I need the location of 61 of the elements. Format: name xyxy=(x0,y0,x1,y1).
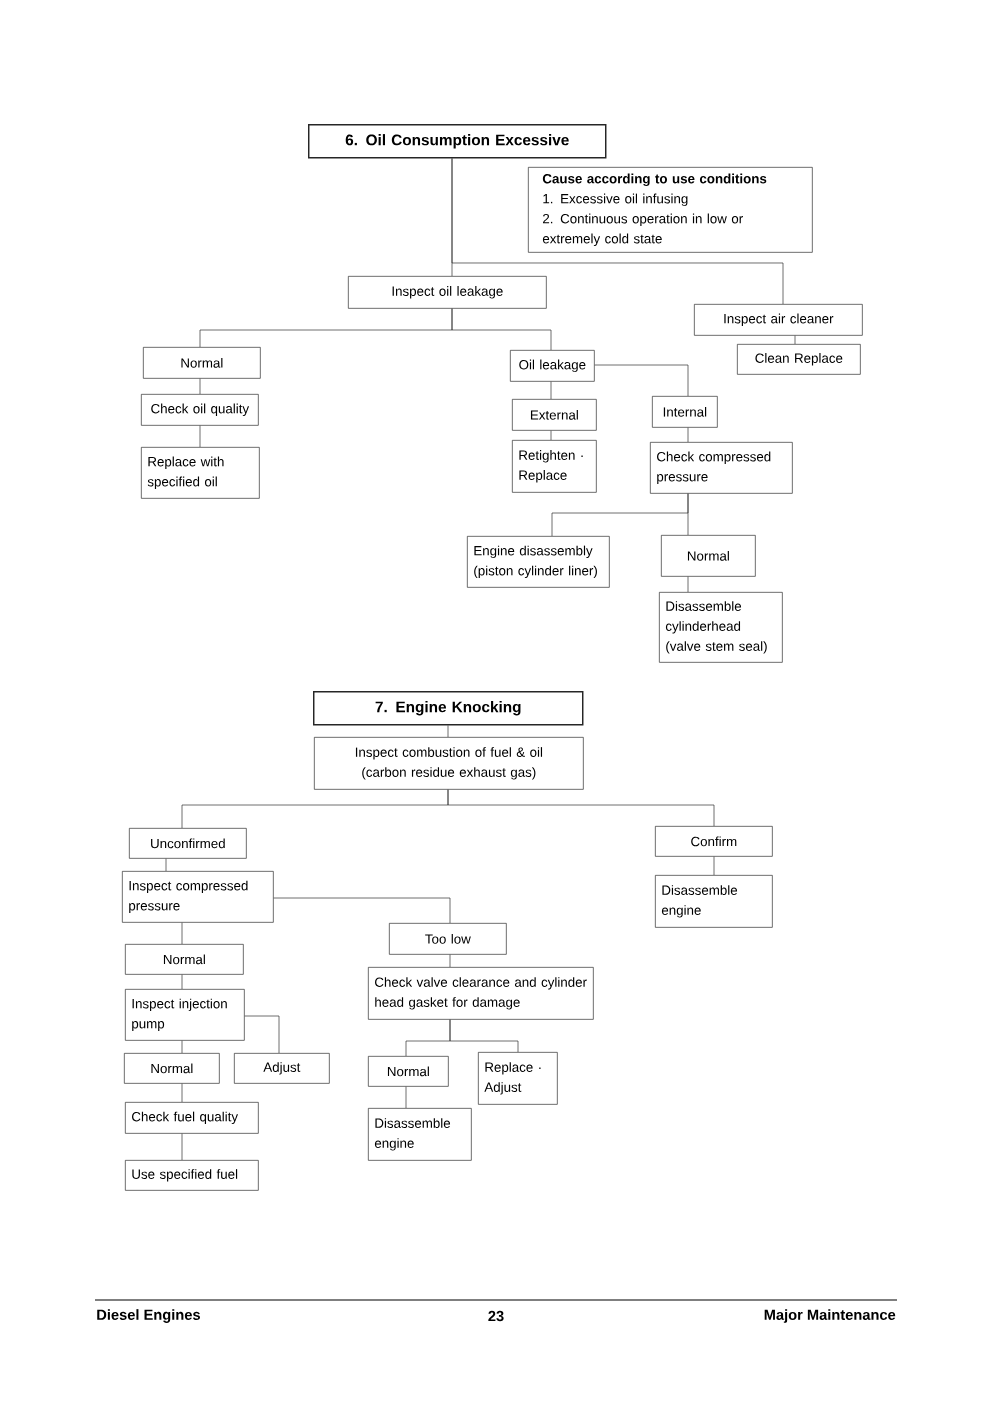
process-box: Inspect air cleaner xyxy=(694,304,863,336)
connector-line xyxy=(687,576,689,593)
process-box: Normal xyxy=(124,1053,220,1084)
connector-line xyxy=(687,493,689,536)
connector-line xyxy=(594,364,689,397)
connector-line xyxy=(199,378,201,395)
connector-line xyxy=(794,335,796,345)
process-box: Engine disassembly (piston cylinder liner) xyxy=(467,536,610,588)
process-box: Oil leakage xyxy=(510,350,595,382)
connector-line xyxy=(447,725,449,738)
connector-line xyxy=(449,954,451,968)
process-box: Unconfirmed xyxy=(129,828,247,859)
connector-line xyxy=(449,1019,519,1053)
process-box: Too low xyxy=(389,923,507,955)
process-box: Normal xyxy=(661,535,756,577)
footer-text: Major Maintenance xyxy=(764,1309,896,1323)
process-box: Normal xyxy=(125,944,244,975)
process-box: Inspect compressed pressure xyxy=(122,871,274,923)
page-number: 23 xyxy=(488,1310,504,1322)
process-box: Inspect combustion of fuel & oil (carbon residue exhaust gas) xyxy=(314,737,584,790)
connector-line xyxy=(451,308,552,351)
connector-line xyxy=(405,1086,407,1109)
process-box: Adjust xyxy=(234,1053,330,1084)
process-box: Internal xyxy=(652,396,718,428)
connector-line xyxy=(199,425,201,448)
process-box: Normal xyxy=(143,347,261,379)
connector-line xyxy=(550,381,552,400)
process-box: Check valve clearance and cylinder head gasket for damage xyxy=(368,967,594,1020)
connector-line xyxy=(181,974,183,990)
process-box: Disassemble engine xyxy=(368,1108,472,1161)
connector-line xyxy=(687,427,689,443)
process-box: Check oil quality xyxy=(141,394,259,426)
connector-line xyxy=(447,789,715,827)
process-box: Confirm xyxy=(655,826,773,857)
process-box: Use specified fuel xyxy=(125,1160,259,1191)
process-box: External xyxy=(512,399,597,431)
process-box: Normal xyxy=(368,1056,449,1087)
connector-line xyxy=(244,1015,280,1054)
footer-text: Diesel Engines xyxy=(97,1309,200,1323)
connector-line xyxy=(181,1040,183,1054)
connector-line xyxy=(451,158,784,305)
process-box: Replace · Adjust xyxy=(478,1052,558,1105)
process-box: Inspect injection pump xyxy=(125,989,245,1041)
connector-line xyxy=(713,856,715,876)
process-box: Replace with specified oil xyxy=(141,447,260,499)
connector-line xyxy=(181,1133,183,1161)
process-box: Check compressed pressure xyxy=(650,442,793,494)
connector-line xyxy=(273,897,451,924)
process-box: Disassemble engine xyxy=(655,875,773,928)
connector-line xyxy=(181,922,183,945)
process-box: Clean Replace xyxy=(737,344,861,375)
connector-line xyxy=(550,430,552,441)
connector-line xyxy=(181,1083,183,1103)
process-box: Inspect oil leakage xyxy=(348,276,547,309)
connector-line xyxy=(165,858,167,872)
note-box: Cause according to use conditions 1. Excessive oil infusing 2. Continuous operation in low or extremely cold state xyxy=(528,167,813,253)
process-box: Check fuel quality xyxy=(125,1102,259,1134)
process-box: Retighten · Replace xyxy=(512,440,597,493)
process-box: Disassemble cylinderhead (valve stem seal) xyxy=(659,592,783,663)
title-box: 6. Oil Consumption Excessive xyxy=(308,124,607,159)
title-box: 7. Engine Knocking xyxy=(313,691,584,726)
